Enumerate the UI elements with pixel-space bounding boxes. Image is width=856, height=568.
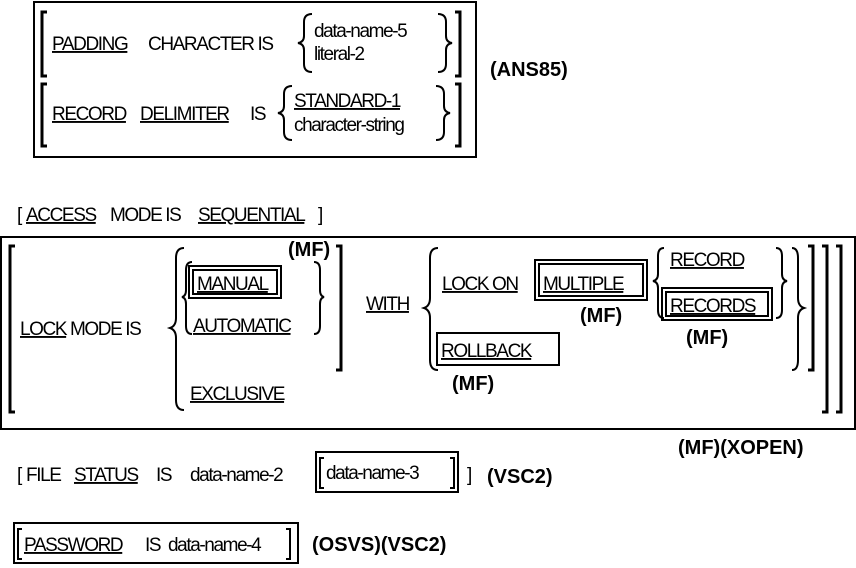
multiple-inner-box [538,263,644,297]
data-name-3-open-bracket [319,457,324,489]
with-close-bracket [822,244,829,414]
record-open-brace [652,247,665,319]
delimiter-option-standard-1: STANDARD-1 [294,91,401,112]
access-mode-is: MODE IS [110,205,181,226]
ans85-tag: (ANS85) [490,59,568,81]
lock-mode-is: MODE IS [70,319,141,340]
sequential-keyword: SEQUENTIAL [198,205,305,226]
status-keyword: STATUS [74,465,138,486]
padding-open-brace [297,13,313,73]
file-status-open-bracket: [ [17,465,23,486]
delimiter-keyword: DELIMITER [140,104,229,125]
password-keyword: PASSWORD [24,535,123,556]
access-open-bracket: [ [17,205,23,226]
password-clause-box [13,522,299,564]
lock-keyword: LOCK [20,319,68,340]
multiple-keyword: MULTIPLE [543,274,624,295]
with-open-brace [420,247,439,371]
password-is: IS [145,535,161,556]
multiple-box [534,259,648,301]
lock-on-keyword: LOCK ON [442,274,518,295]
rollback-box [436,332,560,366]
record-close-brace [775,247,788,319]
delimiter-close-bracket [455,82,462,148]
exclusive-keyword: EXCLUSIVE [190,384,285,405]
padding-close-bracket [455,10,462,78]
manual-box [188,265,282,299]
lock-mode-clause-box [0,236,856,430]
records-inner-box [665,291,769,317]
delimiter-option-character-string: character-string [294,115,404,136]
password-open-bracket [17,528,22,560]
with-keyword: WITH [366,294,410,315]
mf-tag-lock-mode: (MF) [288,239,330,261]
vsc2-tag: (VSC2) [487,466,553,488]
file-status-data-name-3: data-name-3 [326,463,419,484]
padding-character-is: CHARACTER IS [148,34,273,55]
password-data-name-4: data-name-4 [168,535,262,556]
mf-xopen-tag: (MF)(XOPEN) [678,437,804,459]
record-keyword: RECORD [52,104,127,125]
delimiter-open-bracket [40,82,47,148]
delimiter-is: IS [250,104,266,125]
lock-mode-close-bracket [836,244,843,414]
padding-close-brace [437,13,453,73]
file-status-is: IS [156,465,172,486]
access-keyword: ACCESS [26,205,96,226]
automatic-keyword: AUTOMATIC [193,316,291,337]
manual-inner-box [192,269,278,295]
lock-mode-open-bracket [8,244,15,414]
delimiter-open-brace [277,85,293,141]
padding-option-data-name-5: data-name-5 [314,21,407,42]
access-close-bracket: ] [318,205,322,226]
manual-automatic-close-brace [313,261,325,335]
password-close-bracket [286,528,291,560]
mf-tag-records: (MF) [686,327,728,349]
file-status-close-bracket: ] [467,465,471,486]
padding-open-bracket [40,10,47,78]
padding-keyword: PADDING [52,34,128,55]
file-keyword: FILE [26,465,61,486]
ans85-clause-box [33,1,477,158]
data-name-3-box [315,451,459,493]
with-close-brace [791,247,808,371]
records-option: RECORDS [670,296,756,317]
mf-tag-rollback: (MF) [452,373,494,395]
lock-mode-open-brace [166,247,185,411]
data-name-3-close-bracket [450,457,455,489]
record-option: RECORD [670,250,745,271]
manual-keyword: MANUAL [197,274,269,295]
records-box [661,287,773,321]
lock-on-close-bracket [808,244,815,372]
mf-tag-multiple: (MF) [580,305,622,327]
rollback-keyword: ROLLBACK [441,341,533,362]
padding-option-literal-2: literal-2 [314,44,365,65]
delimiter-close-brace [435,85,451,141]
manual-automatic-open-brace [181,261,193,335]
lock-mode-options-close-bracket [336,244,343,372]
file-status-data-name-2: data-name-2 [190,465,283,486]
osvs-vsc2-tag: (OSVS)(VSC2) [312,534,446,556]
